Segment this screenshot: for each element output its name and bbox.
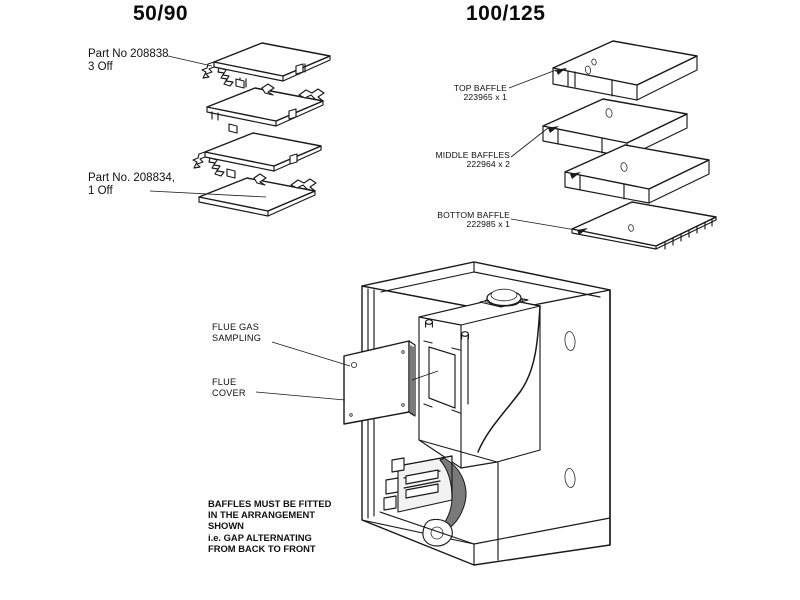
leader-208834 [149,190,267,198]
label-part-208838: Part No 208838 3 Off [88,48,169,73]
label-top-baffle-name: TOP BAFFLE [453,83,507,93]
leader-flue-gas-sampling [271,341,351,367]
flue-outlet-collar [479,288,529,308]
label-middle-baffles-name: MIDDLE BAFFLES [435,150,510,160]
label-bottom-baffle-name: BOTTOM BAFFLE [437,210,510,220]
side-panel-hole-lower [564,468,576,488]
burner-assembly [383,455,467,547]
label-bottom-baffle-part: 222985 x 1 [466,219,510,229]
flue-cover-plate [343,340,416,425]
label-part-208834: Part No. 208834, 1 Off [88,172,175,197]
heading-model-50-90: 50/90 [133,2,189,25]
label-middle-baffles-part: 222964 x 2 [466,159,510,169]
baffle-plate-50-90-3 [192,132,322,179]
baffle-plate-100-125-middle-2 [564,144,710,204]
baffle-plate-100-125-middle-1 [542,98,688,158]
baffle-plate-100-125-bottom [571,201,717,250]
leader-208838 [167,55,213,67]
label-top-baffle-part: 223965 x 1 [463,92,507,102]
leader-top-baffle [508,69,557,89]
sampling-point-hole [350,361,357,368]
leader-cover-edge [411,370,439,381]
note-baffle-arrangement: BAFFLES MUST BE FITTED IN THE ARRANGEMEN… [208,498,332,554]
heading-model-100-125: 100/125 [466,2,546,25]
leader-flue-cover [255,391,346,401]
boiler-unit [361,261,611,566]
label-flue-gas-sampling: FLUE GAS SAMPLING [212,322,262,343]
leader-bottom-baffle [510,218,577,231]
baffle-plate-100-125-top [552,40,698,101]
baffle-plate-50-90-1 [201,42,331,89]
baffle-plate-50-90-2 [206,83,325,134]
side-panel-hole-upper [564,331,576,351]
label-flue-cover: FLUE COVER [212,377,246,398]
baffle-plate-50-90-4 [198,173,317,217]
leader-middle-baffles [510,127,549,158]
